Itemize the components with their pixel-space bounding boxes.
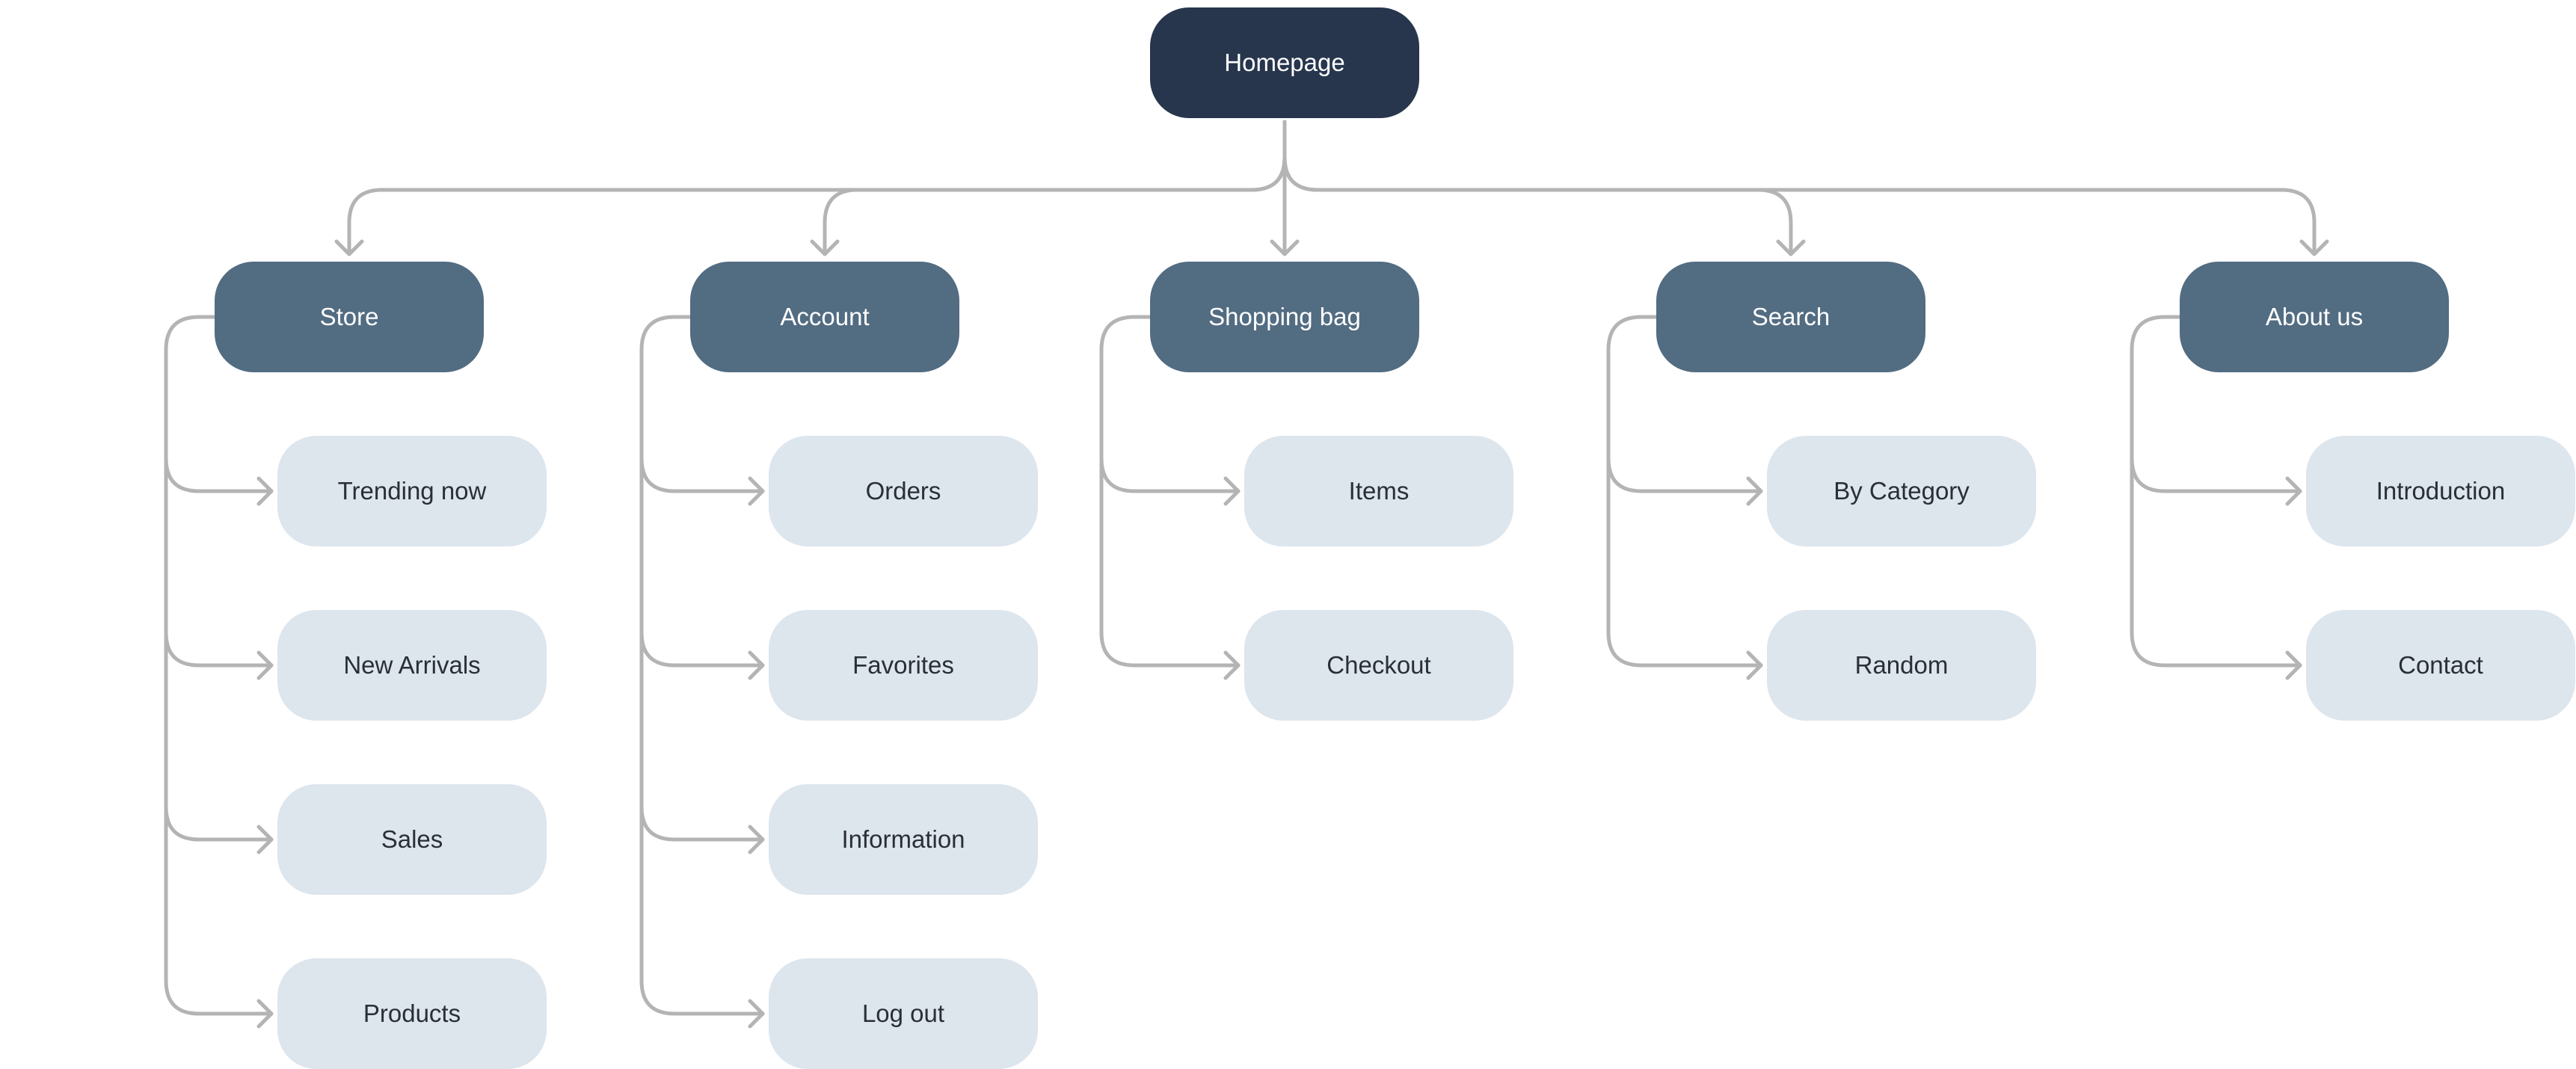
arrowhead-icon [748,999,765,1029]
arrowhead-icon [256,650,274,680]
arrowhead-icon [256,476,274,506]
arrowhead-icon [1776,239,1806,256]
node-about-us[interactable]: About us [2180,262,2449,372]
arrowhead-icon [748,476,765,506]
node-checkout[interactable]: Checkout [1244,610,1513,721]
arrowhead-icon [256,825,274,854]
connector-section-to-child [164,804,274,842]
arrowhead-icon [748,650,765,680]
node-information[interactable]: Information [769,784,1038,895]
arrowhead-icon [748,825,765,854]
connector-section-spine [1606,315,1659,635]
connector-section-to-child [639,979,765,1016]
node-search[interactable]: Search [1656,262,1925,372]
connector-section-spine [2130,315,2182,635]
node-shopping-bag[interactable]: Shopping bag [1150,262,1419,372]
arrowhead-icon [1223,476,1241,506]
arrowhead-icon [1223,650,1241,680]
connector-root-to-section [1282,120,2317,256]
connector-section-to-child [1099,630,1241,668]
connector-section-to-child [1606,630,1763,668]
node-homepage[interactable]: Homepage [1150,7,1419,118]
node-by-category[interactable]: By Category [1767,436,2036,546]
connector-section-to-child [2130,630,2302,668]
connector-section-to-child [164,979,274,1016]
connector-section-spine [164,315,217,983]
connector-section-to-child [1606,456,1763,493]
node-favorites[interactable]: Favorites [769,610,1038,721]
node-trending-now[interactable]: Trending now [277,436,547,546]
arrowhead-icon [334,239,364,256]
connector-section-to-child [164,456,274,493]
node-store[interactable]: Store [215,262,484,372]
node-orders[interactable]: Orders [769,436,1038,546]
arrowhead-icon [2299,239,2329,256]
node-sales[interactable]: Sales [277,784,547,895]
node-introduction[interactable]: Introduction [2306,436,2575,546]
arrowhead-icon [810,239,840,256]
arrowhead-icon [1270,239,1300,256]
connector-section-to-child [639,804,765,842]
connector-section-to-child [164,630,274,668]
arrowhead-icon [256,999,274,1029]
connector-root-to-section [823,120,1287,256]
connector-section-spine [639,315,692,983]
connector-section-to-child [1099,456,1241,493]
arrowhead-icon [2285,476,2302,506]
connector-section-spine [1099,315,1152,635]
arrowhead-icon [1746,476,1763,506]
connector-section-to-child [639,630,765,668]
arrowhead-icon [1746,650,1763,680]
connector-section-to-child [2130,456,2302,493]
node-account[interactable]: Account [690,262,959,372]
arrowhead-icon [2285,650,2302,680]
node-products[interactable]: Products [277,958,547,1069]
node-new-arrivals[interactable]: New Arrivals [277,610,547,721]
node-random[interactable]: Random [1767,610,2036,721]
node-contact[interactable]: Contact [2306,610,2575,721]
connector-section-to-child [639,456,765,493]
node-log-out[interactable]: Log out [769,958,1038,1069]
node-items[interactable]: Items [1244,436,1513,546]
